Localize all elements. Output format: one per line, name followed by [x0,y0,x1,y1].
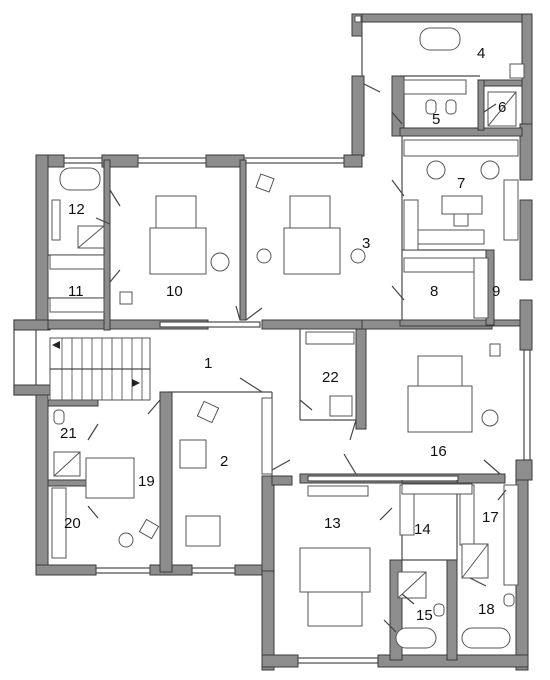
room-label: 1 [204,355,212,372]
door-swings [87,83,507,633]
room-label: 10 [166,283,183,300]
room-label: 3 [362,235,370,252]
room-label: 12 [68,201,85,218]
room-label: 18 [478,601,495,618]
furniture [51,15,525,649]
room-label: 20 [64,515,81,532]
room-label: 6 [498,99,506,116]
room-label: 16 [430,443,447,460]
room-label: 22 [322,369,339,386]
staircase [49,337,151,401]
room-label: 17 [482,509,499,526]
interior-walls [47,75,523,661]
room-labels: 1 2 3 4 5 6 7 8 9 10 11 12 13 14 15 16 1… [60,45,506,624]
room-label: 15 [416,607,433,624]
room-label: 11 [68,283,84,300]
room-label: 14 [414,521,431,538]
exterior-walls [13,13,533,671]
room-label: 13 [324,515,341,532]
room-label: 7 [457,175,465,192]
room-label: 2 [220,453,228,470]
room-label: 21 [60,425,77,442]
wardrobes [49,139,519,586]
room-label: 8 [430,283,438,300]
room-label: 4 [477,45,485,62]
room-label: 5 [432,111,440,128]
room-label: 19 [138,473,155,490]
room-label: 9 [492,283,500,300]
